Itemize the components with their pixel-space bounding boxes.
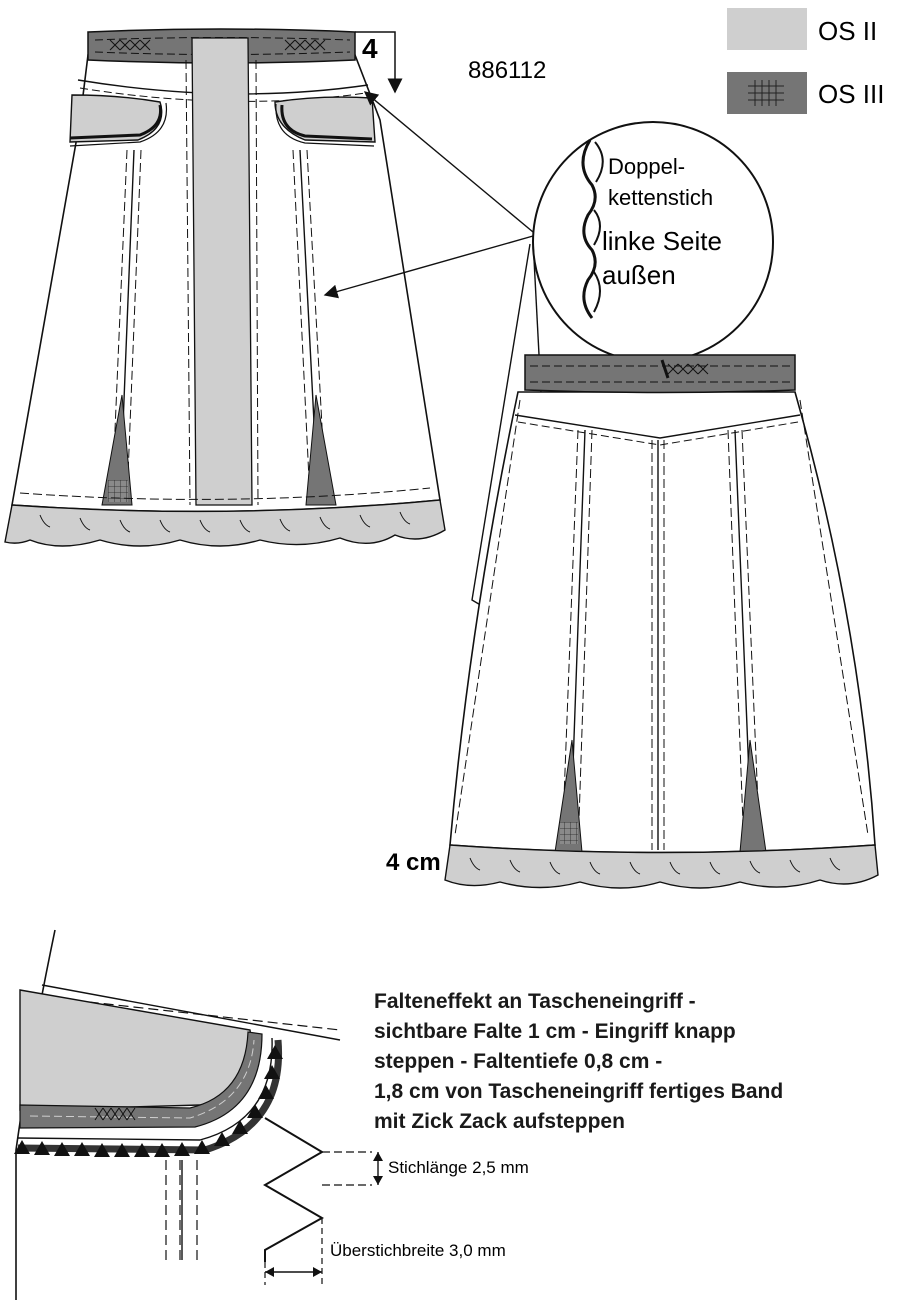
back-waistband xyxy=(524,354,796,394)
stitch-width-label: Überstichbreite 3,0 mm xyxy=(330,1241,506,1260)
instruction-note: Falteneffekt an Tascheneingriff - sichtb… xyxy=(374,987,783,1137)
center-panel xyxy=(191,37,253,506)
front-hem-ruffle xyxy=(4,499,446,547)
back-skirt xyxy=(444,354,879,889)
front-skirt xyxy=(4,28,446,547)
instruction-line: 1,8 cm von Tascheneingriff fertiges Band xyxy=(374,1080,784,1103)
stitch-callout-line2: kettenstich xyxy=(608,185,713,210)
godet-right xyxy=(305,394,337,506)
legend-swatch-os-ii xyxy=(727,8,807,50)
instruction-line: steppen - Faltentiefe 0,8 cm - xyxy=(374,1050,663,1073)
pocket-detail xyxy=(14,929,341,1300)
back-skirt-body xyxy=(449,391,876,854)
chain-stitch-icon xyxy=(581,139,597,319)
waistband-dimension xyxy=(355,31,403,94)
hem-dimension-label: 4 cm xyxy=(386,849,441,876)
legend: OS II OS III xyxy=(727,8,884,114)
instruction-line: mit Zick Zack aufsteppen xyxy=(374,1110,625,1133)
instruction-line: sichtbare Falte 1 cm - Eingriff knapp xyxy=(374,1020,736,1043)
instruction-line: Falteneffekt an Tascheneingriff - xyxy=(374,990,696,1013)
legend-label-os-iii: OS III xyxy=(818,79,884,109)
article-number: 886112 xyxy=(468,57,546,84)
pocket-band xyxy=(19,1031,263,1129)
stitch-length-label: Stichlänge 2,5 mm xyxy=(388,1158,529,1177)
front-pocket-left xyxy=(69,94,163,143)
back-hem-ruffle xyxy=(444,844,879,889)
pocket-facing xyxy=(19,989,253,1111)
stitch-callout-line4: außen xyxy=(602,260,676,290)
legend-label-os-ii: OS II xyxy=(818,16,877,46)
zigzag-stitch-diagram xyxy=(263,1117,383,1285)
cross-stitch-patch-right xyxy=(284,39,326,51)
waistband-dimension-label: 4 xyxy=(362,33,378,64)
godet-left xyxy=(101,394,133,506)
stitch-callout-line3: linke Seite xyxy=(602,226,722,256)
stitch-callout-line1: Doppel- xyxy=(608,154,685,179)
cross-stitch-patch-left xyxy=(109,39,151,51)
